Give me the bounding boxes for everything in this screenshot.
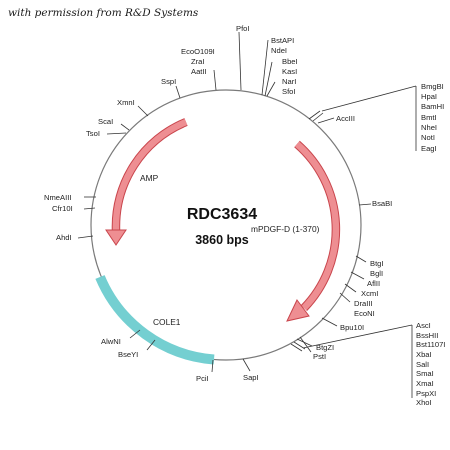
credit-text: with permission from R&D Systems (8, 7, 199, 19)
site-pcii: PciI (196, 374, 209, 383)
pdgf-arrow-body[interactable] (294, 141, 340, 311)
site-label: HpaI (421, 92, 437, 101)
site-leaders (77, 31, 417, 398)
site-label: NmeAIII (44, 193, 71, 202)
site-label: PspXI (416, 389, 436, 398)
site-scai: ScaI (98, 117, 113, 126)
site-group-btgzi: BtgZI PstI (313, 343, 334, 361)
site-label: BglI (370, 269, 383, 278)
site-tsoi: TsoI (86, 129, 100, 138)
site-label: EcoO109I (181, 47, 215, 56)
site-alwni: AlwNI (101, 337, 121, 346)
site-group-nme: NmeAIII Cfr10I (44, 193, 73, 213)
site-group-mid: BtgI BglI AflII XcmI DraIII EcoNI (354, 259, 384, 318)
cole1-feature[interactable] (95, 275, 215, 365)
site-label: NheI (421, 123, 437, 132)
site-label: BssHII (416, 331, 438, 340)
site-label: EcoNI (354, 309, 375, 318)
site-label: XcmI (361, 289, 378, 298)
site-sspi: SspI (161, 77, 176, 86)
site-label: AatII (191, 67, 207, 76)
site-label: KasI (282, 67, 297, 76)
site-label: AscI (416, 321, 431, 330)
site-bseyi: BseYI (118, 350, 138, 359)
site-pfoi: PfoI (236, 24, 250, 33)
site-bsabi: BsaBI (372, 199, 392, 208)
site-bpu10i: Bpu10I (340, 323, 364, 332)
site-group-bst: BstAPI NdeI BbeI KasI NarI SfoI (271, 36, 298, 96)
amp-arrow-head (105, 229, 127, 246)
amp-label: AMP (140, 173, 159, 183)
site-label: BmgBI (421, 82, 444, 91)
site-label: Bst1107I (416, 340, 445, 349)
site-label: XbaI (416, 350, 432, 359)
site-label: NotI (421, 133, 435, 142)
site-label: BstAPI (271, 36, 294, 45)
site-ahdi: AhdI (56, 233, 72, 242)
site-label: NarI (282, 77, 296, 86)
site-label: BtgZI (316, 343, 334, 352)
site-label: NdeI (271, 46, 287, 55)
site-label: SfoI (282, 87, 296, 96)
site-group-eco: EcoO109I ZraI AatII (181, 47, 215, 76)
site-label: BtgI (370, 259, 384, 268)
site-label: BmtI (421, 113, 437, 122)
plasmid-backbone (90, 89, 362, 361)
pdgf-arrow-head (286, 299, 310, 322)
site-label: XmaI (416, 379, 434, 388)
site-label: AflII (367, 279, 380, 288)
site-label: PstI (313, 352, 326, 361)
site-label: SalI (416, 360, 429, 369)
site-label: EagI (421, 144, 437, 153)
site-label: XhoI (416, 398, 432, 407)
site-sapi: SapI (243, 373, 259, 382)
site-group-bmg: BmgBI HpaI BamHI BmtI NheI NotI EagI (421, 82, 444, 153)
site-label: SmaI (416, 369, 434, 378)
site-group-ascl: AscI BssHII Bst1107I XbaI SalI SmaI XmaI… (416, 321, 445, 407)
site-acciii: AccIII (336, 114, 355, 123)
plasmid-size: 3860 bps (195, 233, 249, 247)
site-xmni: XmnI (117, 98, 135, 107)
cole1-label: COLE1 (153, 317, 181, 327)
pdgf-label: mPDGF-D (1-370) (251, 224, 320, 234)
site-label: BamHI (421, 102, 444, 111)
site-label: Cfr10I (52, 204, 73, 213)
amp-arrow-body[interactable] (112, 118, 188, 231)
site-label: ZraI (191, 57, 205, 66)
site-label: BbeI (282, 57, 298, 66)
plasmid-name: RDC3634 (187, 206, 257, 223)
site-label: DraIII (354, 299, 373, 308)
